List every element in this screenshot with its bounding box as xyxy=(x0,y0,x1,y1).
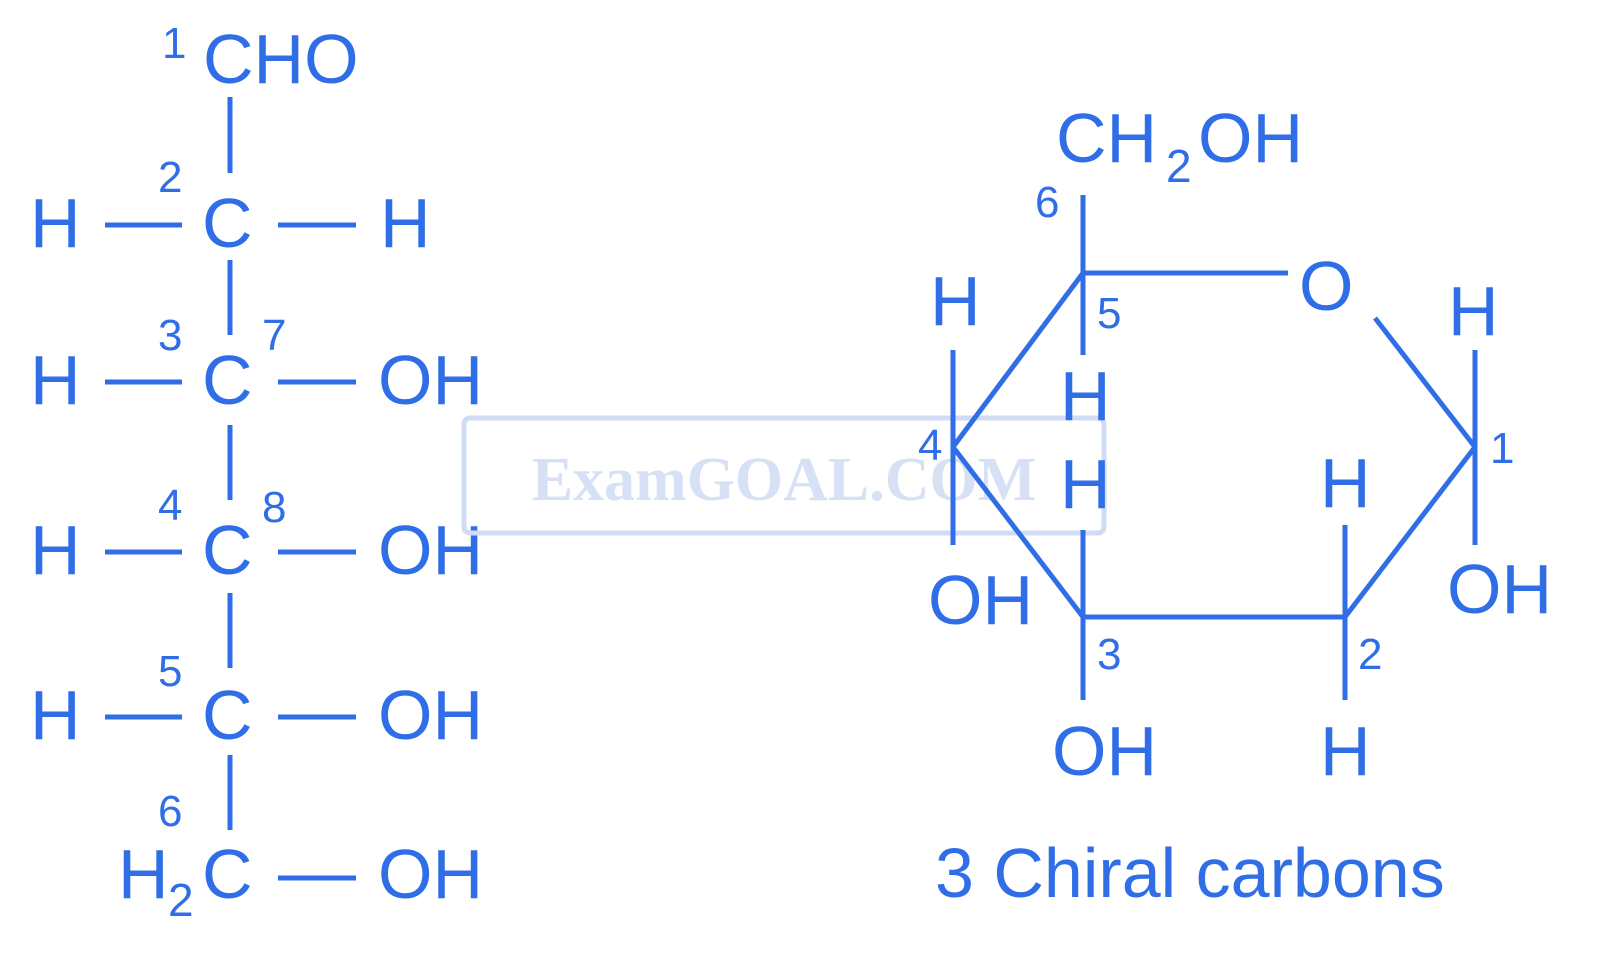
hydrogen-atom: H xyxy=(30,676,81,754)
hydrogen-atom: H xyxy=(930,262,981,340)
chiral-count-8: 8 xyxy=(262,483,286,532)
bond-c1-c2 xyxy=(1343,445,1477,619)
hydroxyl-group: OH xyxy=(1052,712,1157,790)
chiral-count-7: 7 xyxy=(262,311,286,360)
hydroxyl-group: OH xyxy=(378,511,483,589)
carbon-atom: C xyxy=(202,184,253,262)
ring-oxygen: O xyxy=(1299,247,1353,325)
carbon-atom: C xyxy=(202,835,253,913)
ring-number-2: 2 xyxy=(1358,630,1382,679)
ring-number-1: 1 xyxy=(1490,424,1514,473)
hydrogen-atom: H xyxy=(1320,712,1371,790)
carbon-number-3: 3 xyxy=(158,311,182,360)
hydrogen-atom: H xyxy=(380,184,431,262)
ring-number-3: 3 xyxy=(1097,630,1121,679)
bond-o-c1 xyxy=(1373,316,1477,449)
ring-number-5: 5 xyxy=(1097,289,1121,338)
hydrogen-atom: H xyxy=(1060,357,1111,435)
ring-structure: CH 2 OH O H H H H H H OH OH OH 6 5 4 3 2… xyxy=(918,99,1552,790)
ch2oh-subscript: 2 xyxy=(1166,140,1192,192)
carbon-number-5: 5 xyxy=(158,647,182,696)
ch2-hydrogen: H xyxy=(118,835,169,913)
carbon-number-6: 6 xyxy=(158,787,182,836)
carbon-number-4: 4 xyxy=(158,481,182,530)
hydroxyl-group: OH xyxy=(1447,550,1552,628)
ch2oh-ch: CH xyxy=(1056,99,1157,177)
hydrogen-atom: H xyxy=(1320,444,1371,522)
ring-number-6: 6 xyxy=(1035,178,1059,227)
hydroxyl-group: OH xyxy=(378,341,483,419)
carbon-number-1: 1 xyxy=(162,19,186,68)
hydrogen-atom: H xyxy=(1448,272,1499,350)
ch2-subscript: 2 xyxy=(168,874,194,926)
hydrogen-atom: H xyxy=(30,511,81,589)
hydroxyl-group: OH xyxy=(378,676,483,754)
carbon-atom: C xyxy=(202,676,253,754)
bond-c3-c4 xyxy=(951,445,1085,619)
aldehyde-group: CHO xyxy=(203,20,359,98)
hydrogen-atom: H xyxy=(30,341,81,419)
hydroxyl-group: OH xyxy=(928,561,1033,639)
watermark-box xyxy=(461,415,1107,536)
bond-c4-c5 xyxy=(950,271,1086,449)
carbon-atom: C xyxy=(202,511,253,589)
caption: 3 Chiral carbons xyxy=(935,834,1445,912)
open-chain-structure: 1 CHO 2 H C H 3 7 H C OH 4 8 H C OH 5 H … xyxy=(30,19,483,926)
hydrogen-atom: H xyxy=(1060,445,1111,523)
carbon-number-2: 2 xyxy=(158,153,182,202)
hydrogen-atom: H xyxy=(30,184,81,262)
ch2oh-oh: OH xyxy=(1198,99,1303,177)
carbon-atom: C xyxy=(202,341,253,419)
ring-number-4: 4 xyxy=(918,421,942,470)
hydroxyl-group: OH xyxy=(378,835,483,913)
